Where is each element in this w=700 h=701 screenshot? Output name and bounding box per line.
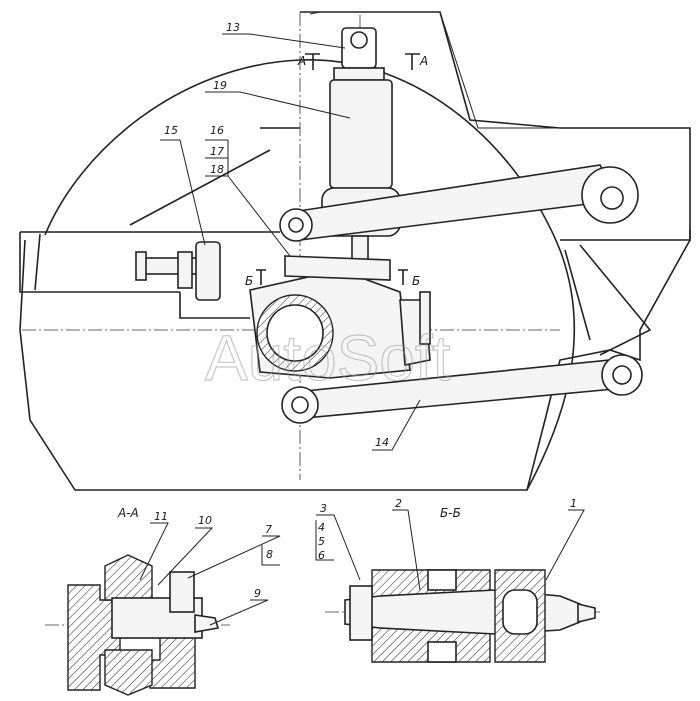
main-view: А А Б Б 13 19 15 16 17 18 14 AutoSoft [19,11,691,491]
section-aa: А-А 11 10 7 8 9 [45,506,281,696]
aa-callouts [139,522,281,626]
callout-13: 13 [226,21,240,34]
shock-top-pin [350,31,368,49]
callout-10: 10 [198,514,212,527]
frame-rail [34,233,250,319]
callout-14: 14 [375,436,389,449]
section-bb: Б-Б 3 4 5 6 2 1 [315,497,600,663]
frame-upper-edge [309,11,680,129]
main-callouts [160,33,421,451]
aa-grease-tip [194,614,220,633]
callout-19: 19 [213,79,227,92]
callout-16: 16 [210,124,224,137]
shock-body [329,79,393,189]
aa-lower-bushing [104,649,153,696]
section-b-letter-right: Б [412,274,420,288]
aa-nipple [169,571,195,613]
wheel-arc [44,59,576,491]
axle-flange-plate [419,291,431,345]
callout-4: 4 [318,521,325,534]
section-bb-title: Б-Б [440,506,461,520]
bb-callouts [315,509,585,591]
section-b-marker-right [398,269,408,285]
mounting-bolt [135,241,221,301]
axle-tube-bore [266,304,324,362]
bolt-washer [177,251,193,289]
callout-11: 11 [154,510,168,523]
bb-eye-slot-lower [427,641,457,663]
section-a-letter-right: А [419,54,428,68]
section-a-marker-left [305,53,320,70]
shock-absorber [321,27,401,287]
callout-2: 2 [395,497,402,510]
shock-cap [333,67,385,81]
callout-15: 15 [164,124,178,137]
aa-bushing [104,554,153,601]
upper-arm-eye-right-inner [600,186,624,210]
callout-3: 3 [320,502,327,515]
callout-9: 9 [254,587,261,600]
section-b-letter-left: Б [245,274,253,288]
bb-eye-slot [427,569,457,591]
callout-1: 1 [570,497,577,510]
watermark: AutoSoft [205,322,451,394]
lower-arm [281,354,643,424]
callout-17: 17 [210,145,224,158]
callout-18: 18 [210,163,224,176]
bb-tip [577,602,596,624]
bb-nut [349,585,373,641]
axle-housing [249,269,431,379]
bb-bearing-inner [502,589,538,635]
lower-arm-eye-right-inner [612,365,632,385]
callout-7: 7 [265,523,272,536]
bolt-head [135,251,147,281]
frame-beam [19,127,300,293]
callout-5: 5 [318,535,325,548]
section-a-marker-right [405,53,420,70]
upper-arm [279,164,639,242]
link-rod [284,255,391,281]
bolt-nut [195,241,221,301]
section-aa-title: А-А [117,506,139,520]
section-b-marker-left [256,269,266,285]
callout-6: 6 [318,549,325,562]
lower-arm-eye-left-inner [291,396,309,414]
section-a-letter-left: А [297,54,306,68]
right-bracket [560,230,691,356]
upper-arm-eye-left-inner [288,217,304,233]
callout-8: 8 [266,548,273,561]
